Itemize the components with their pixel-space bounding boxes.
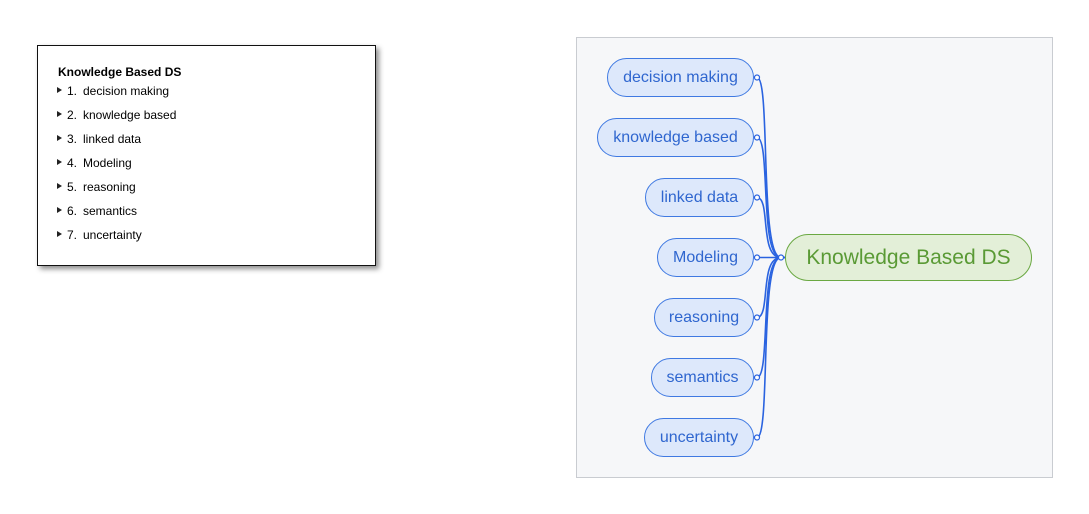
mindmap-node-label: semantics	[666, 368, 739, 386]
expand-triangle-icon[interactable]	[57, 159, 62, 165]
mindmap-node-semantics[interactable]: semantics	[651, 358, 754, 397]
mindmap-edge-handle[interactable]	[753, 134, 761, 141]
mindmap-root-label: Knowledge Based DS	[806, 245, 1011, 269]
outline-item-number: 3.	[67, 132, 78, 146]
expand-triangle-icon[interactable]	[57, 183, 62, 189]
mindmap-edge-handle[interactable]	[753, 194, 761, 201]
outline-item-number: 7.	[67, 228, 78, 242]
mindmap-edge-handle[interactable]	[753, 374, 761, 381]
expand-triangle-icon[interactable]	[57, 111, 62, 117]
outline-list: 1. decision making 2. knowledge based 3.…	[57, 84, 176, 252]
outline-item-label: linked data	[83, 132, 142, 146]
mindmap-node-label: uncertainty	[659, 428, 739, 446]
mindmap-node-label: linked data	[660, 188, 739, 206]
outline-item[interactable]: 4. Modeling	[57, 156, 176, 180]
outline-item-number: 5.	[67, 180, 78, 194]
outline-item-number: 1.	[67, 84, 78, 98]
outline-item[interactable]: 6. semantics	[57, 204, 176, 228]
mindmap-edges	[753, 74, 785, 441]
mindmap-edge	[756, 136, 785, 259]
mindmap-edge-handle[interactable]	[753, 314, 761, 321]
mindmap-edge	[756, 76, 785, 259]
outline-item[interactable]: 7. uncertainty	[57, 228, 176, 252]
mindmap-node-linked-data[interactable]: linked data	[645, 178, 754, 217]
mindmap-edge	[756, 196, 785, 259]
mindmap-node-label: reasoning	[668, 308, 740, 326]
expand-triangle-icon[interactable]	[57, 135, 62, 141]
outline-item[interactable]: 1. decision making	[57, 84, 176, 108]
mindmap-edge-handle[interactable]	[753, 434, 761, 441]
mindmap-panel[interactable]: decision making knowledge based linked d…	[576, 37, 1053, 478]
mindmap-node-label: decision making	[623, 68, 738, 86]
outline-item-label: knowledge based	[83, 108, 177, 122]
expand-triangle-icon[interactable]	[57, 87, 62, 93]
mindmap-edge	[756, 256, 785, 319]
outline-title: Knowledge Based DS	[58, 65, 182, 79]
mindmap-node-decision-making[interactable]: decision making	[607, 58, 754, 97]
mindmap-node-label: Modeling	[673, 248, 738, 266]
outline-item-label: reasoning	[83, 180, 136, 194]
outline-item-number: 6.	[67, 204, 78, 218]
outline-item[interactable]: 3. linked data	[57, 132, 176, 156]
mindmap-edge-handle[interactable]	[753, 74, 761, 81]
outline-item-label: decision making	[83, 84, 170, 98]
mindmap-root-handle[interactable]	[777, 254, 785, 261]
outline-item-label: uncertainty	[83, 228, 142, 242]
outline-item[interactable]: 5. reasoning	[57, 180, 176, 204]
outline-item-number: 2.	[67, 108, 78, 122]
outline-item-label: Modeling	[83, 156, 132, 170]
mindmap-node-knowledge-based[interactable]: knowledge based	[597, 118, 754, 157]
mindmap-node-reasoning[interactable]: reasoning	[654, 298, 754, 337]
mindmap-node-modeling[interactable]: Modeling	[657, 238, 754, 277]
outline-card: Knowledge Based DS 1. decision making 2.…	[37, 45, 376, 266]
mindmap-node-uncertainty[interactable]: uncertainty	[644, 418, 754, 457]
mindmap-node-label: knowledge based	[613, 128, 738, 146]
mindmap-edge-handle[interactable]	[753, 254, 761, 261]
outline-item-label: semantics	[83, 204, 138, 218]
outline-item-number: 4.	[67, 156, 78, 170]
mindmap-edge	[756, 256, 785, 439]
outline-item[interactable]: 2. knowledge based	[57, 108, 176, 132]
expand-triangle-icon[interactable]	[57, 231, 62, 237]
expand-triangle-icon[interactable]	[57, 207, 62, 213]
mindmap-root-node[interactable]: Knowledge Based DS	[785, 234, 1032, 281]
